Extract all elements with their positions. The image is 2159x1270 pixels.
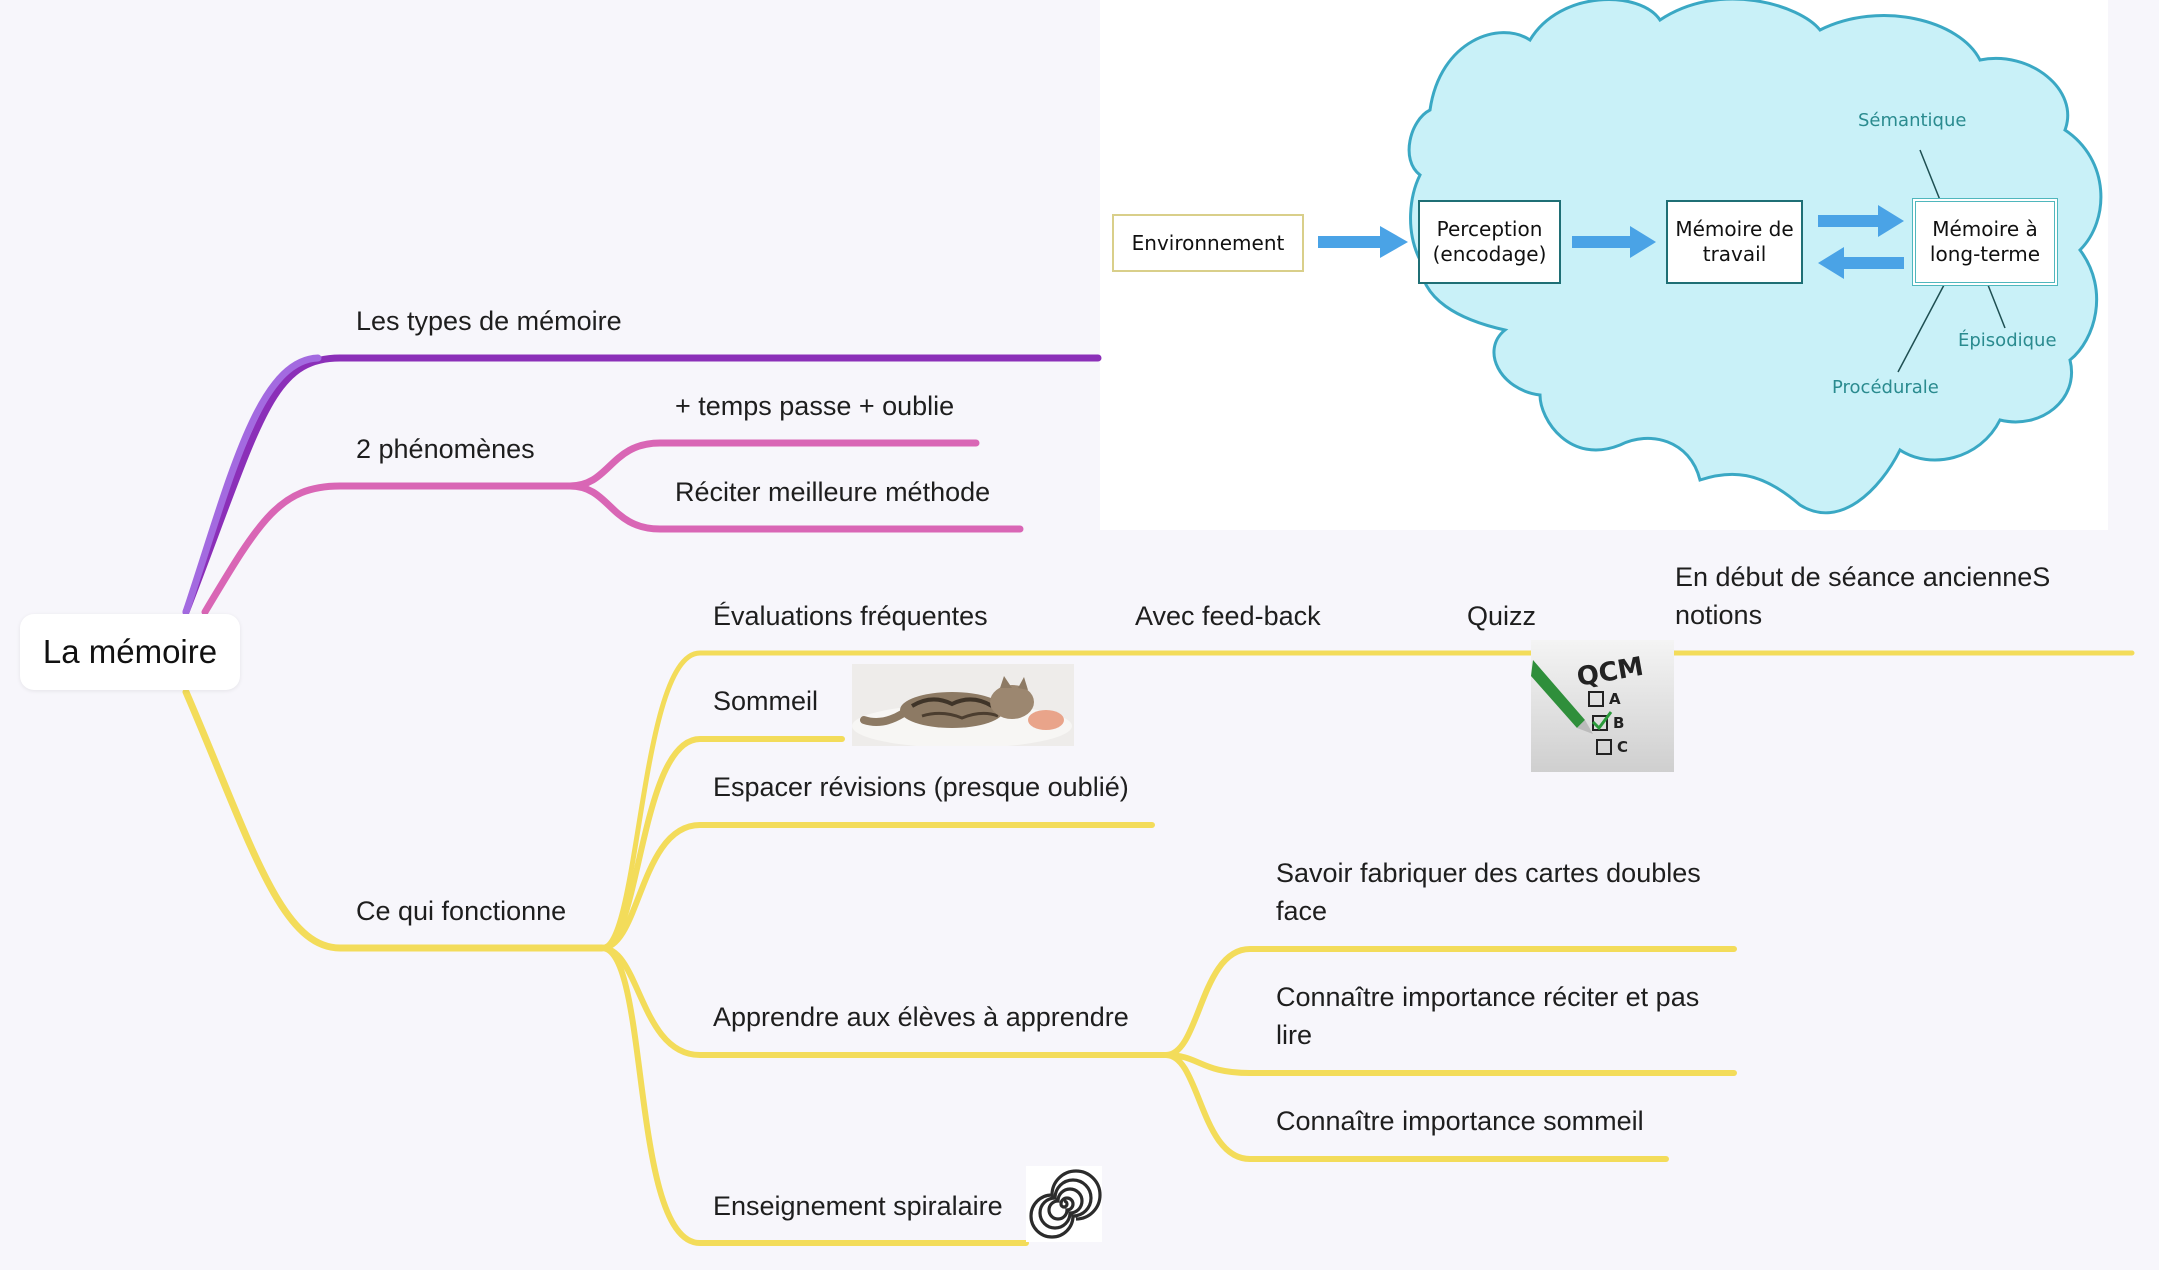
node-feedback[interactable]: Avec feed-back [1135, 601, 1321, 631]
long-term-memory-box: Mémoire à long-terme [1912, 198, 2058, 286]
node-espacer[interactable]: Espacer révisions (presque oublié) [713, 772, 1129, 802]
sleeping-cat-image [852, 664, 1074, 746]
node-temps-oublie[interactable]: + temps passe + oublie [675, 391, 955, 421]
node-reciter-methode[interactable]: Réciter meilleure méthode [675, 477, 991, 507]
arrow-longterm-to-working [1818, 247, 1904, 279]
arrow-perception-to-working [1572, 226, 1656, 258]
node-reciter-lire[interactable]: Connaître importance réciter et pas lire [1276, 982, 1700, 1050]
node-phenomenes[interactable]: 2 phénomènes [356, 434, 535, 464]
episodique-label: Épisodique [1958, 330, 2057, 351]
node-apprendre[interactable]: Apprendre aux élèves à apprendre [713, 1002, 1129, 1032]
node-evaluations[interactable]: Évaluations fréquentes [713, 601, 988, 631]
qcm-option-a: A [1609, 690, 1621, 708]
node-types-memoire[interactable]: Les types de mémoire [356, 306, 622, 336]
node-quizz[interactable]: Quizz [1467, 601, 1537, 631]
arrow-env-to-perception [1318, 226, 1408, 258]
qcm-option-c: C [1617, 738, 1628, 756]
line-semantique [1919, 149, 1941, 201]
working-memory-box: Mémoire de travail [1666, 200, 1803, 284]
node-debut-seance[interactable]: En début de séance ancienneS notions [1675, 562, 2051, 630]
procedurale-label: Procédurale [1832, 377, 1939, 398]
line-episodique [1987, 284, 2006, 329]
qcm-option-b: B [1613, 714, 1624, 732]
line-procedurale [1897, 284, 1945, 373]
perception-box: Perception (encodage) [1418, 200, 1561, 284]
environnement-box: Environnement [1112, 214, 1304, 272]
node-spiralaire[interactable]: Enseignement spiralaire [713, 1191, 1003, 1221]
node-cartes-doubles[interactable]: Savoir fabriquer des cartes doubles face [1276, 858, 1701, 926]
node-sommeil[interactable]: Sommeil [713, 686, 819, 716]
node-ce-qui-fonctionne[interactable]: Ce qui fonctionne [356, 896, 567, 926]
node-importance-sommeil[interactable]: Connaître importance sommeil [1276, 1106, 1644, 1136]
semantique-label: Sémantique [1858, 110, 1967, 131]
root-label: La mémoire [42, 633, 218, 670]
root-node[interactable]: La mémoire [20, 614, 240, 690]
arrow-working-to-longterm [1818, 205, 1904, 237]
spiral-icon [1026, 1166, 1102, 1242]
qcm-image: QCM A B C [1531, 640, 1674, 772]
